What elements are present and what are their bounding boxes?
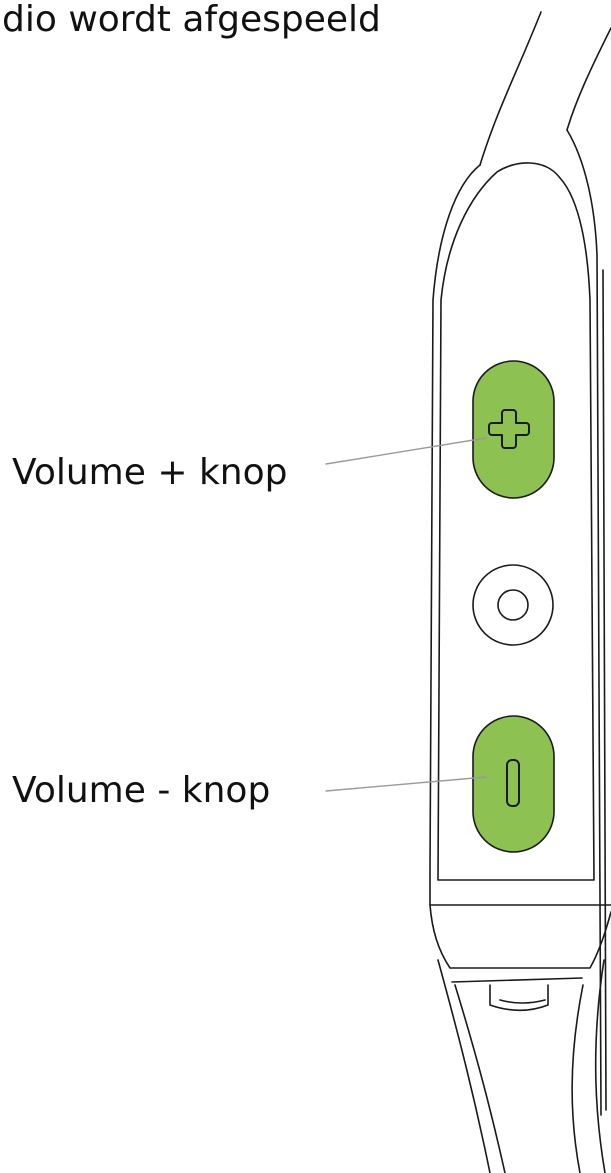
multifunction-button[interactable]: [472, 564, 554, 646]
lower-strap-left-outer: [437, 959, 491, 1173]
plus-icon: [488, 409, 530, 449]
lower-connector: [429, 904, 611, 1173]
controller-body: [429, 129, 611, 1116]
connector-slot-inner: [499, 999, 546, 1004]
upper-strap-right-edge: [566, 27, 611, 131]
header-text: dio wordt afgespeeld: [2, 0, 381, 40]
body-inner-outline: [437, 162, 595, 881]
connector-band: [429, 904, 611, 969]
connector-slot: [489, 984, 549, 1012]
lower-strap-right-outer: [594, 959, 606, 1173]
label-volume-minus: Volume - knop: [12, 770, 271, 811]
lower-strap-left-inner: [454, 984, 506, 1173]
volume-down-button-shape: [472, 715, 555, 853]
multifunction-button-outer: [472, 564, 554, 646]
minus-icon: [506, 759, 520, 807]
lower-strap-right-inner: [571, 984, 584, 1173]
connector-top-edge: [451, 977, 583, 983]
body-outer-outline: [429, 129, 611, 1116]
volume-up-button[interactable]: [472, 360, 555, 499]
upper-strap-left-edge: [479, 11, 542, 166]
volume-down-button[interactable]: [472, 715, 555, 853]
multifunction-ring-icon: [497, 589, 529, 621]
upper-strap: [479, 11, 611, 166]
leader-line-volume-plus: [325, 437, 487, 465]
leader-line-volume-minus: [325, 776, 487, 792]
label-volume-plus: Volume + knop: [12, 452, 288, 493]
volume-up-button-shape: [472, 360, 555, 499]
body-side-line: [602, 269, 607, 1111]
